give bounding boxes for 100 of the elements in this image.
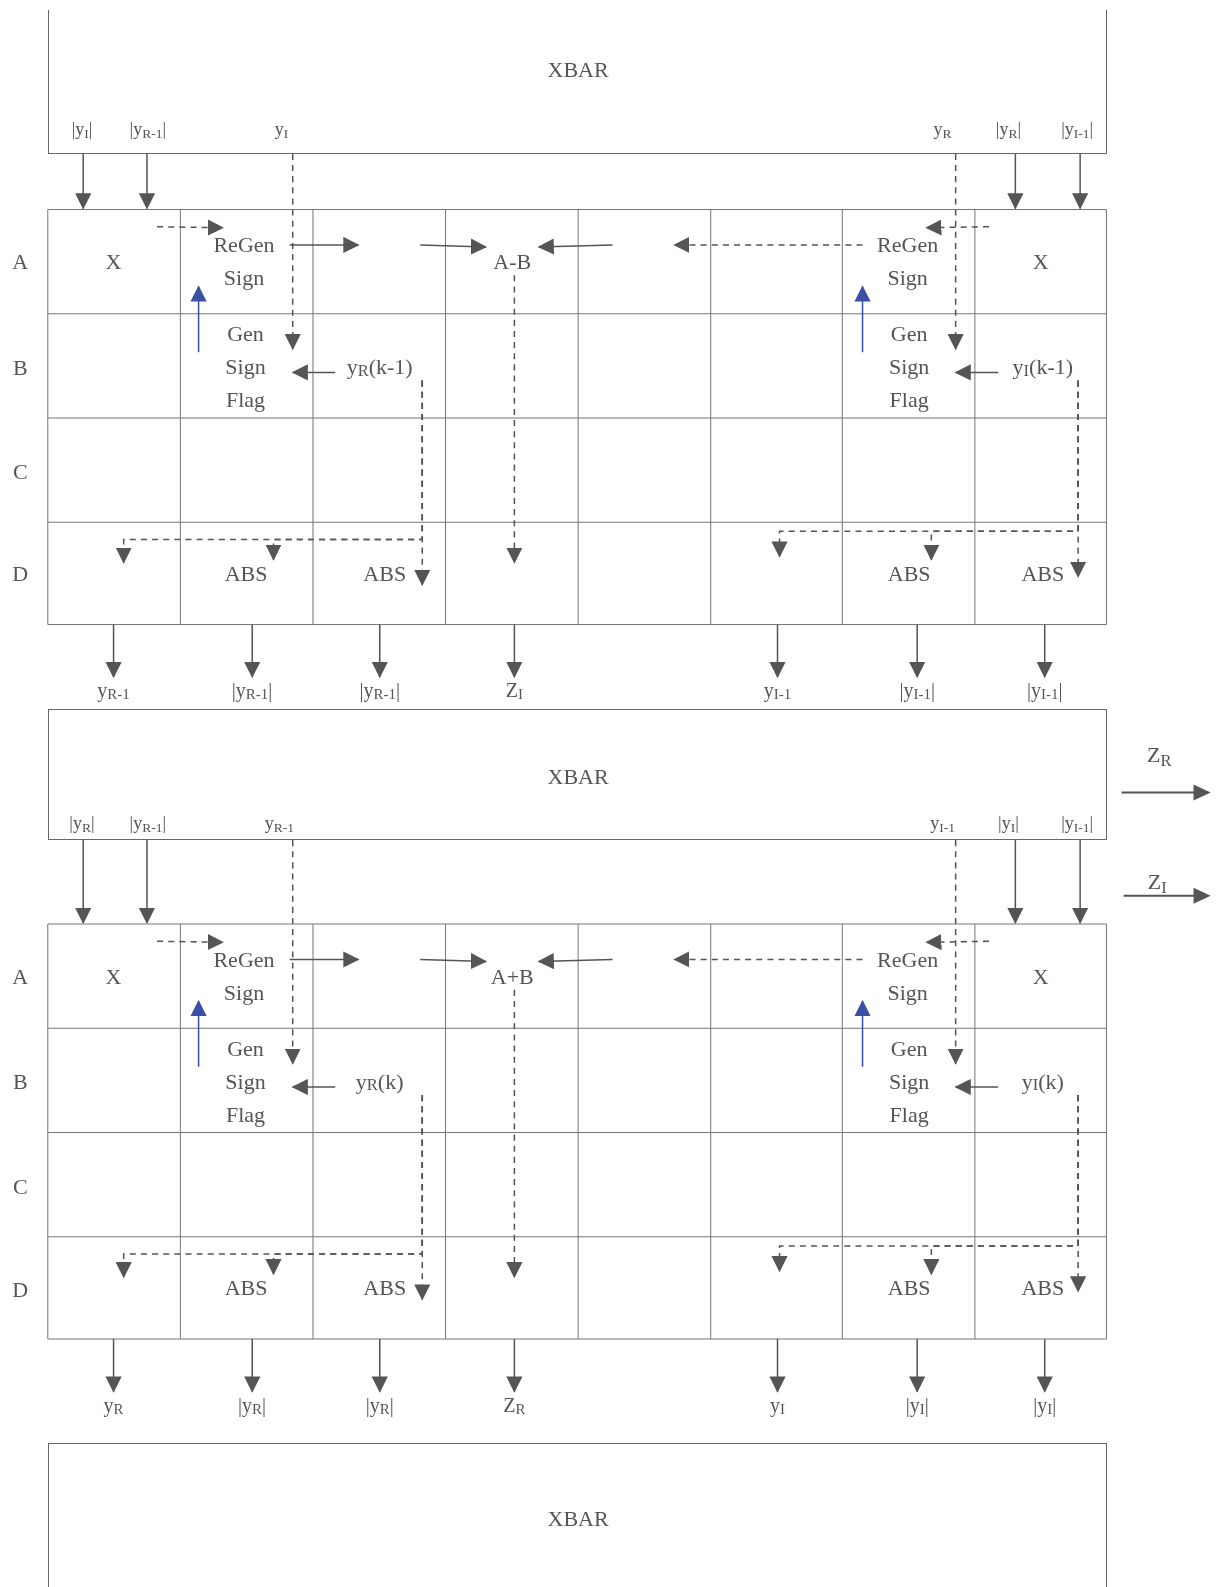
- dashed-arrow: [673, 951, 864, 968]
- dashed-arrow: [925, 219, 990, 236]
- cell-label: ABS: [881, 1274, 937, 1301]
- cell-label: Gen Sign Flag: [862, 1031, 956, 1132]
- port-label: |y$_{R}$|: [995, 117, 1021, 143]
- cell-label: ABS: [881, 559, 937, 587]
- signal-label: |y$_{R-1}$|: [216, 677, 288, 704]
- arrow: [244, 623, 261, 679]
- arrow: [769, 1338, 786, 1393]
- arrow: [909, 623, 926, 679]
- port-label: |y$_{R}$|: [69, 811, 95, 837]
- arrow: [75, 839, 92, 925]
- dashed-arrow: [284, 839, 301, 1065]
- dashed-arrow: [925, 933, 990, 951]
- dashed-arrow: [506, 989, 523, 1279]
- cell-label: A-B: [486, 247, 539, 276]
- arrow: [105, 623, 122, 679]
- arrow: [138, 839, 156, 925]
- port-label: y$_{I-1}$: [930, 811, 955, 837]
- row-label: C: [12, 457, 28, 486]
- row-label: D: [12, 1275, 29, 1304]
- arrow: [419, 952, 488, 970]
- cell-label: Gen Sign Flag: [198, 316, 293, 417]
- arrow: [954, 364, 999, 381]
- signal-label: |y$_{R}$|: [344, 1392, 416, 1419]
- arrow: [1072, 153, 1089, 210]
- port-label: y$_{R}$: [933, 117, 952, 143]
- arrow: [419, 238, 488, 255]
- signal-label: y$_{R}$: [77, 1392, 149, 1419]
- arrow: [288, 236, 360, 254]
- crossbar-box: [47, 10, 1107, 154]
- row-label: A: [12, 247, 29, 276]
- arrow: [506, 623, 523, 679]
- arrow: [291, 364, 336, 381]
- cell-label: X: [1025, 246, 1056, 277]
- signal-label: |y$_{R-1}$|: [344, 677, 416, 704]
- arrow: [854, 999, 871, 1068]
- signal-label: |y$_{I-1}$|: [1009, 677, 1081, 704]
- arrow: [371, 623, 388, 679]
- signal-label: y$_{R-1}$: [77, 677, 149, 704]
- port-label: |y$_{R-1}$|: [129, 811, 167, 837]
- cell-label: ABS: [218, 1274, 274, 1301]
- dashed-arrow: [673, 236, 864, 254]
- dashed-arrow: [156, 219, 224, 236]
- cell-label: ABS: [1005, 1274, 1081, 1301]
- port-label: |y$_{R-1}$|: [129, 117, 167, 143]
- arrow: [105, 1338, 122, 1393]
- dashed-arrow: [771, 379, 1079, 558]
- arrow: [1072, 839, 1089, 925]
- cell-label: ABS: [1005, 559, 1081, 587]
- arrow: [854, 285, 871, 353]
- dashed-arrow: [115, 379, 423, 564]
- port-label: y$_{I}$: [274, 117, 289, 143]
- port-label: y$_{R-1}$: [264, 811, 295, 837]
- signal-label: |y$_{I}$|: [1009, 1392, 1081, 1419]
- cell-label: y$_{I}$(k-1): [998, 352, 1088, 381]
- signal-label: Z$_{I}$: [1147, 867, 1167, 898]
- arrow: [371, 1338, 388, 1393]
- signal-label: Z$_{R}$: [1147, 740, 1172, 771]
- dashed-arrow: [947, 839, 964, 1065]
- crossbar-label: XBAR: [547, 762, 609, 790]
- port-label: |y$_{I-1}$|: [1061, 117, 1094, 143]
- arrow: [1036, 623, 1053, 679]
- signal-label: Z$_{R}$: [478, 1392, 550, 1419]
- dashed-arrow: [947, 153, 964, 351]
- signal-label: |y$_{I-1}$|: [881, 677, 953, 704]
- cell-label: X: [1025, 960, 1056, 992]
- arrow: [1007, 839, 1024, 925]
- port-label: |y$_{I}$|: [998, 811, 1019, 837]
- cell-label: Gen Sign Flag: [198, 1031, 293, 1132]
- arrow: [288, 951, 360, 968]
- dashed-arrow: [284, 153, 301, 351]
- row-label: D: [12, 559, 29, 588]
- row-label: A: [12, 962, 29, 991]
- arrow: [537, 238, 614, 255]
- cell-label: ReGen Sign: [198, 227, 290, 295]
- arrow: [190, 285, 207, 353]
- crossbar-label: XBAR: [547, 55, 609, 84]
- port-label: |y$_{I-1}$|: [1061, 811, 1094, 837]
- crossbar-label: XBAR: [547, 1504, 609, 1533]
- row-label: C: [12, 1172, 28, 1201]
- signal-label: y$_{I-1}$: [742, 677, 813, 704]
- arrow: [138, 153, 156, 210]
- arrow: [1007, 153, 1024, 210]
- arrow: [954, 1078, 999, 1096]
- cell-label: ABS: [347, 559, 423, 587]
- dashed-arrow: [506, 274, 523, 564]
- arrow: [244, 1338, 261, 1393]
- cell-label: ABS: [347, 1274, 423, 1301]
- row-label: B: [12, 353, 28, 381]
- signal-label: |y$_{R}$|: [216, 1392, 288, 1419]
- arrow: [506, 1338, 523, 1393]
- cell-label: A+B: [486, 961, 539, 991]
- cell-label: y$_{R}$(k-1): [335, 352, 425, 381]
- arrow: [75, 153, 92, 210]
- dashed-arrow: [771, 1094, 1079, 1273]
- arrow: [537, 953, 614, 970]
- cell-label: ReGen Sign: [198, 942, 290, 1010]
- arrow: [909, 1338, 926, 1393]
- cell-label: ABS: [218, 559, 274, 587]
